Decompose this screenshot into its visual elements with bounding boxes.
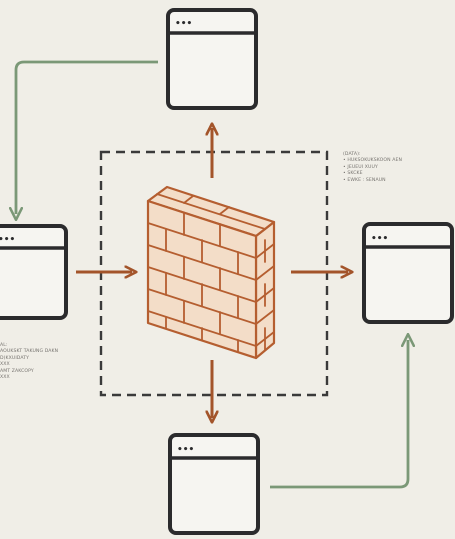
annotation-note-right: (DATA): • HUKSOKUKSKOON AEN • JEUEUI XUU… — [343, 152, 402, 184]
green-connector-top-to-left — [16, 62, 158, 214]
window-right: ••• — [364, 224, 452, 322]
note-left-line: XXX — [0, 375, 58, 381]
window-left: ••• — [0, 226, 66, 318]
window-right-dots: ••• — [371, 234, 388, 244]
window-top: ••• — [168, 10, 256, 108]
window-bottom: ••• — [170, 435, 258, 533]
window-left-dots: ••• — [0, 235, 15, 245]
annotation-note-left: AL: AOUKSKT TAKUNG DAKN D(KXUIDATY XXX A… — [0, 343, 58, 381]
window-bottom-dots: ••• — [177, 445, 194, 455]
window-top-dots: ••• — [175, 19, 192, 29]
note-right-line: • EWKE : SENAUN — [343, 178, 402, 184]
green-connector-bottom-to-right — [270, 340, 408, 487]
note-left-line: AOUKSKT TAKUNG DAKN — [0, 349, 58, 355]
note-right-line: • HUKSOKUKSKOON AEN — [343, 158, 402, 164]
